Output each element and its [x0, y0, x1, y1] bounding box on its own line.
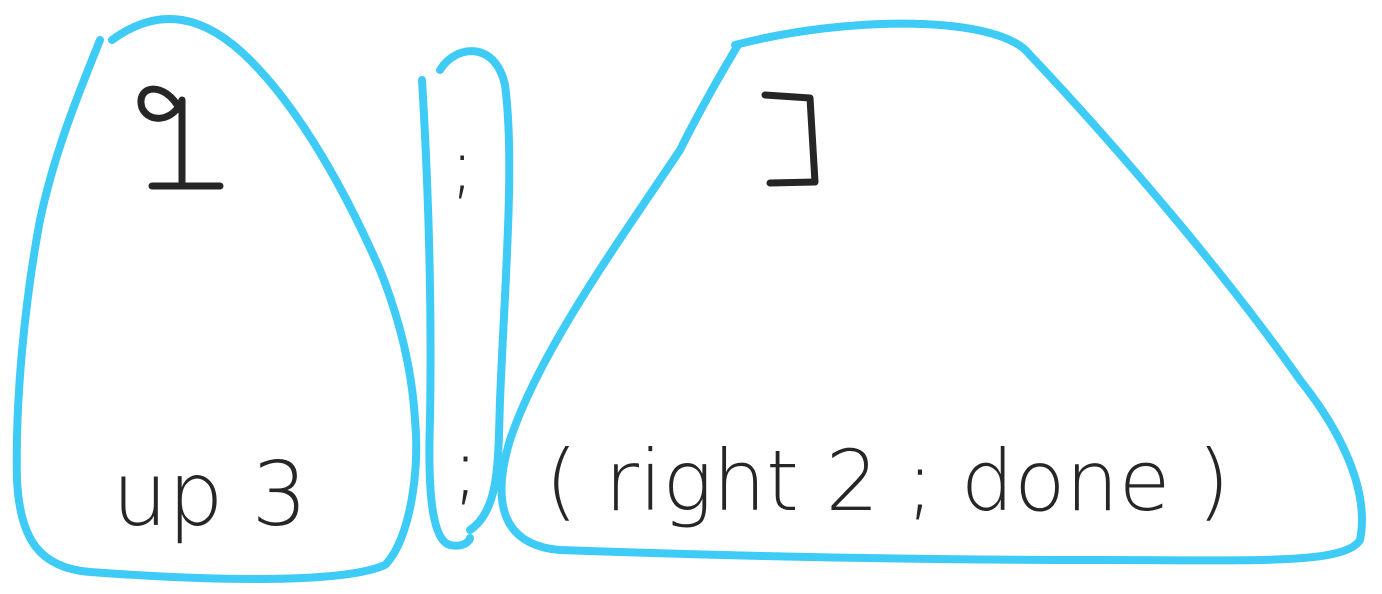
middle-node-outline	[418, 47, 514, 550]
left-node: up 3	[12, 15, 421, 583]
middle-node-leaf-label: ;	[452, 421, 479, 514]
right-bracket-icon	[761, 91, 819, 187]
left-node-outline	[12, 15, 421, 583]
right-node-leaf-label: ( right 2 ; done )	[545, 432, 1230, 530]
right-node: ( right 2 ; done )	[497, 19, 1366, 565]
middle-node: ; ;	[418, 47, 514, 550]
right-node-outline	[497, 19, 1366, 565]
left-node-leaf-label: up 3	[112, 443, 308, 546]
middle-node-symbol: ;	[450, 123, 474, 207]
up-arrow-icon	[137, 85, 224, 190]
